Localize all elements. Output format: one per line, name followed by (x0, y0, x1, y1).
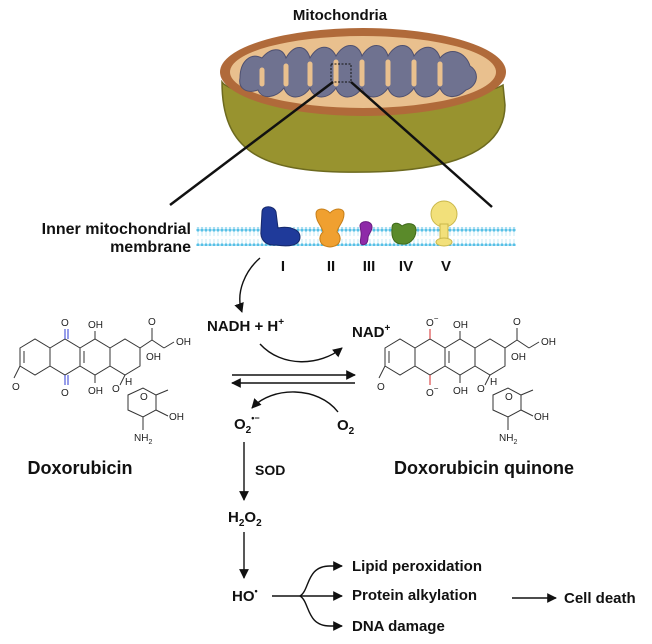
zoom-box (330, 63, 352, 83)
membrane-label-line1: Inner mitochondrial (42, 221, 191, 238)
complex-I (260, 206, 301, 247)
quinone-atom-labels: O− O− OH OH O OH OH H O O O OH NH2 (377, 314, 556, 446)
quinone-glycoside-o: O (477, 384, 485, 395)
quinone-ring-d (474, 338, 506, 376)
complex-label-I: I (281, 258, 285, 275)
outcome-protein-alkylation: Protein alkylation (352, 587, 477, 604)
doxorubicin-ketone-o: O (148, 317, 156, 328)
quinone-amine: NH2 (499, 433, 517, 446)
complex-V (430, 200, 458, 247)
complex-label-II: II (327, 258, 335, 275)
branch-to-lipid (299, 561, 343, 597)
membrane-label-line2: membrane (110, 239, 191, 256)
quinone-methoxy-bond (378, 365, 386, 379)
doxorubicin-amine: NH2 (134, 433, 152, 446)
doxorubicin-methoxy-o: O (12, 382, 20, 393)
quinone-ring-oh: OH (511, 352, 526, 363)
sod-label: SOD (255, 462, 285, 478)
quinone-methoxy-o: O (377, 382, 385, 393)
quinone-o-minus-bottom: O− (426, 384, 439, 399)
doxorubicin-methyl (155, 389, 169, 396)
quinone-o-minus-top: O− (426, 314, 439, 329)
quinone-side-chain-1 (504, 339, 518, 349)
zoom-line-right (350, 81, 493, 208)
branch-to-dna (299, 595, 343, 631)
superoxide-label: O2•− (234, 413, 260, 436)
complex-II (315, 208, 345, 248)
outcome-dna-damage: DNA damage (352, 618, 445, 635)
complex-III-shape (359, 221, 373, 246)
doxorubicin-glycoside-o: O (112, 384, 120, 395)
doxorubicin-glycoside-bond (119, 374, 126, 386)
doxorubicin-side-chain-1 (139, 339, 153, 349)
cell-death-label: Cell death (564, 590, 636, 607)
complex-label-V: V (441, 258, 451, 275)
doxorubicin-terminal-oh: OH (176, 337, 191, 348)
nadh-label: NADH + H+ (207, 317, 284, 335)
quinone-sugar-oh: OH (534, 412, 549, 423)
doxorubicin-atom-labels: O O OH OH O OH OH H O O O OH NH2 (12, 317, 191, 446)
doxorubicin-o-bottom: O (61, 388, 69, 399)
doxorubicin-h: H (125, 377, 132, 388)
hydroxyl-label: HO• (232, 586, 258, 605)
quinone-sugar-oh-bond (520, 409, 534, 417)
doxorubicin-structure (13, 328, 175, 430)
complex-label-III: III (363, 258, 376, 275)
quinone-oh-bottom: OH (453, 386, 468, 397)
diagram-title: Mitochondria (293, 7, 388, 24)
doxorubicin-sugar-oh-bond (155, 409, 169, 417)
quinone-glycoside-bond (484, 374, 491, 386)
doxorubicin-ring-d (109, 338, 141, 376)
doxorubicin-o-top: O (61, 318, 69, 329)
doxorubicin-methoxy-bond (13, 365, 21, 379)
doxorubicin-side-chain-2 (151, 339, 165, 349)
arrow-oxygen-to-superoxide (251, 391, 339, 413)
quinone-terminal-oh: OH (541, 337, 556, 348)
doxorubicin-oh-top: OH (88, 320, 103, 331)
arrow-nadh-to-nad (259, 343, 343, 363)
complex-IV-shape (391, 222, 417, 245)
doxorubicin-ring-b (49, 338, 81, 376)
mitochondrion-illustration (220, 28, 506, 173)
doxorubicin-side-chain-3 (163, 341, 175, 349)
mitochondrion-cristae (239, 45, 477, 98)
oxygen-label: O2 (337, 417, 355, 437)
doxorubicin-oh-bottom: OH (88, 386, 103, 397)
quinone-side-chain-3 (528, 341, 540, 349)
quinone-side-chain-2 (516, 339, 530, 349)
complex-II-shape (315, 208, 345, 248)
inner-membrane (196, 227, 516, 246)
doxorubicin-quinone-label: Doxorubicin quinone (394, 458, 574, 478)
quinone-ketone-o: O (513, 317, 521, 328)
nad-label: NAD+ (352, 323, 391, 341)
quinone-oh-top: OH (453, 320, 468, 331)
complex-I-shape (260, 206, 301, 247)
quinone-methyl (520, 389, 534, 396)
complex-IV (391, 222, 417, 245)
outcome-lipid-peroxidation: Lipid peroxidation (352, 558, 482, 575)
branch-arrows (272, 561, 343, 631)
zoom-line-left (169, 81, 334, 206)
h2o2-label: H2O2 (228, 509, 262, 529)
doxorubicin-sugar-o: O (140, 392, 148, 403)
complex-III (359, 221, 373, 246)
membrane-bilayer (196, 227, 516, 246)
quinone-ring-b (414, 338, 446, 376)
quinone-structure (378, 328, 540, 430)
complex-label-IV: IV (399, 258, 413, 275)
doxorubicin-sugar-oh: OH (169, 412, 184, 423)
quinone-h: H (490, 377, 497, 388)
mitochondrion-cristae-highlight (259, 59, 443, 87)
complex-V-base (435, 237, 453, 247)
quinone-sugar-o: O (505, 392, 513, 403)
doxorubicin-ring-oh: OH (146, 352, 161, 363)
arrow-complex-to-nadh (234, 257, 261, 313)
doxorubicin-label: Doxorubicin (27, 458, 132, 478)
complex-V-head (430, 200, 458, 228)
